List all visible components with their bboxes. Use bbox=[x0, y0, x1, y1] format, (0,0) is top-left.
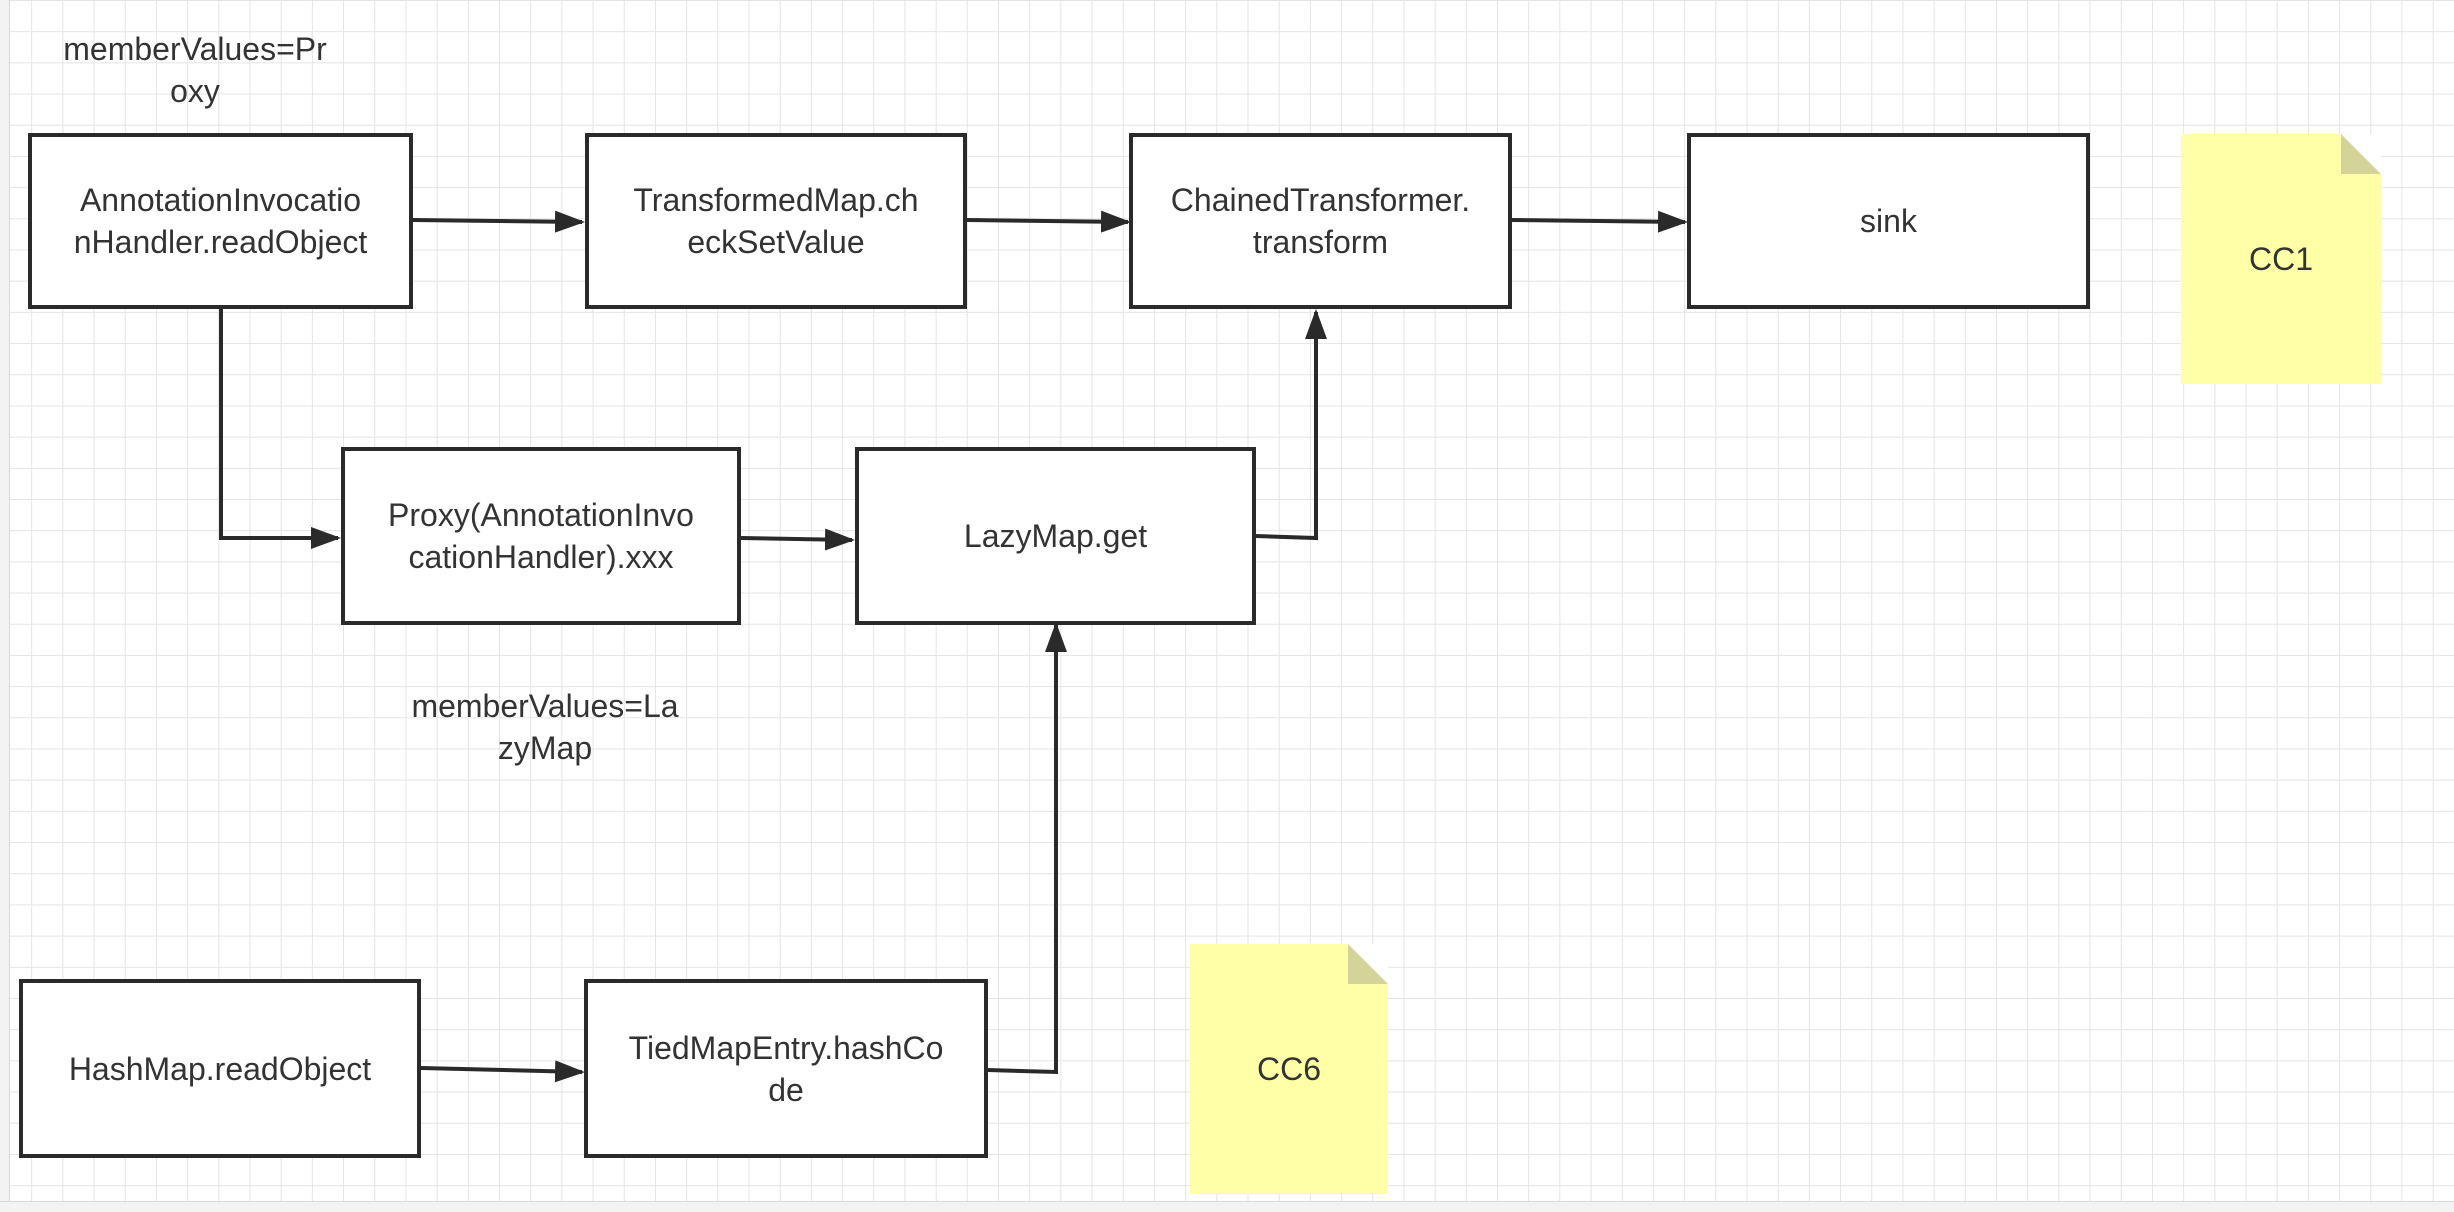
left-ruler bbox=[0, 0, 10, 1212]
note-cc6-label: CC6 bbox=[1256, 1050, 1321, 1087]
edge-transformedmap-to-chainedtransformer bbox=[966, 210, 1131, 233]
note-cc1[interactable]: CC1 bbox=[2181, 134, 2381, 384]
node-lazymap-get[interactable]: LazyMap.get bbox=[855, 447, 1256, 625]
node-hashmap-readobject-label: HashMap.readObject bbox=[68, 1050, 372, 1087]
edge-annotation-to-transformedmap bbox=[412, 210, 585, 233]
node-hashmap-readobject[interactable]: HashMap.readObject bbox=[19, 979, 421, 1158]
edge-proxy-to-lazymap bbox=[740, 528, 855, 551]
node-annotation-readobject[interactable]: AnnotationInvocatio nHandler.readObject bbox=[28, 133, 413, 309]
node-proxy-handler[interactable]: Proxy(AnnotationInvo cationHandler).xxx bbox=[341, 447, 741, 625]
node-tiedmapentry-hashcode[interactable]: TiedMapEntry.hashCo de bbox=[584, 979, 988, 1158]
edge-chainedtransformer-to-sink bbox=[1511, 210, 1688, 233]
edge-lazymap-to-chainedtransformer bbox=[1255, 309, 1327, 541]
node-lazymap-get-label: LazyMap.get bbox=[963, 518, 1148, 554]
bottom-scrollbar[interactable] bbox=[0, 1201, 2454, 1212]
label-member-values-proxy: memberValues=Pr oxy bbox=[63, 31, 327, 109]
note-cc6[interactable]: CC6 bbox=[1190, 944, 1388, 1194]
node-annotation-readobject-label: AnnotationInvocatio nHandler.readObject bbox=[73, 182, 368, 260]
note-cc1-fold bbox=[2341, 134, 2381, 174]
edge-tiedmapentry-to-lazymap bbox=[987, 622, 1067, 1075]
node-proxy-handler-label: Proxy(AnnotationInvo cationHandler).xxx bbox=[388, 497, 694, 575]
node-tiedmapentry-hashcode-label: TiedMapEntry.hashCo de bbox=[628, 1029, 944, 1108]
note-cc6-fold bbox=[1348, 944, 1388, 984]
node-sink[interactable]: sink bbox=[1687, 133, 2090, 309]
edge-annotation-to-proxy bbox=[219, 309, 341, 549]
note-cc1-label: CC1 bbox=[2248, 240, 2313, 277]
node-transformedmap-checksetvalue-label: TransformedMap.ch eckSetValue bbox=[633, 182, 919, 260]
node-sink-label: sink bbox=[1860, 203, 1917, 239]
label-member-values-lazymap: memberValues=La zyMap bbox=[411, 688, 679, 766]
node-transformedmap-checksetvalue[interactable]: TransformedMap.ch eckSetValue bbox=[585, 133, 967, 309]
edge-hashmap-to-tiedmapentry bbox=[420, 1060, 585, 1083]
node-chainedtransformer-transform-label: ChainedTransformer. transform bbox=[1170, 182, 1471, 260]
node-chainedtransformer-transform[interactable]: ChainedTransformer. transform bbox=[1129, 133, 1512, 309]
